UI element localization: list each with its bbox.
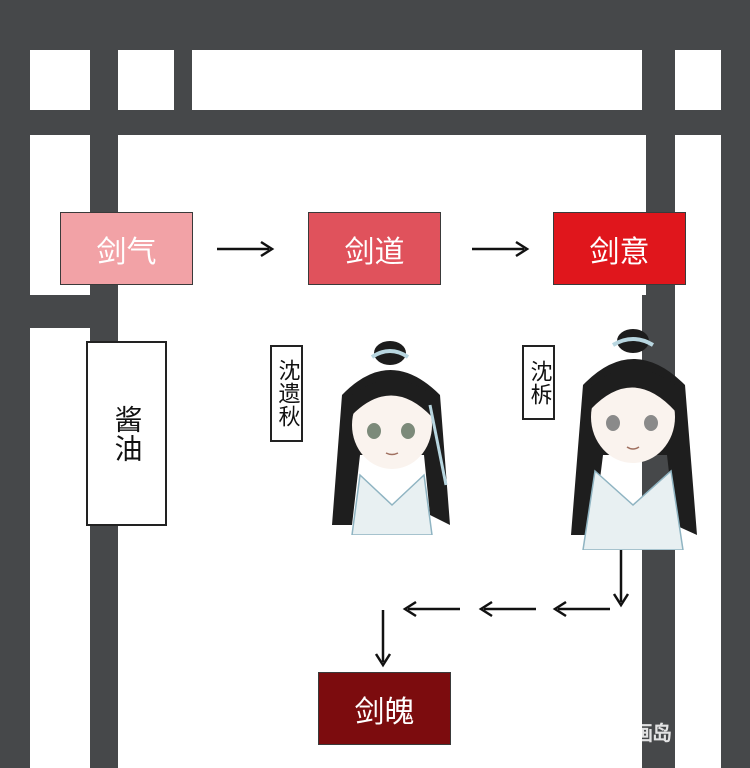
stage-box-sword-qi: 剑气 bbox=[60, 212, 193, 285]
character-portrait-shen-yiqiu bbox=[332, 341, 450, 535]
side-label-box: 酱油 bbox=[86, 341, 167, 526]
stage-box-sword-soul: 剑魄 bbox=[318, 672, 451, 745]
left-arrow-icon bbox=[402, 600, 460, 618]
stage-box-sword-dao: 剑道 bbox=[308, 212, 441, 285]
down-arrow-icon bbox=[612, 550, 630, 608]
panel-top-left-b bbox=[118, 50, 174, 110]
right-arrow-icon bbox=[217, 240, 275, 258]
character-portrait-shen-tuo bbox=[571, 329, 697, 550]
left-arrow-icon bbox=[478, 600, 536, 618]
character-name-label: 沈遗秋 bbox=[270, 345, 303, 442]
down-arrow-icon bbox=[374, 610, 392, 668]
stage-box-sword-intent: 剑意 bbox=[553, 212, 686, 285]
panel-top-center bbox=[192, 50, 642, 110]
watermark-logo: 漫画岛 bbox=[614, 721, 672, 745]
panel-top-left-a bbox=[30, 50, 90, 110]
left-arrow-icon bbox=[552, 600, 610, 618]
character-name-label: 沈柝 bbox=[522, 345, 555, 420]
panel-left-lower bbox=[30, 328, 90, 768]
right-arrow-icon bbox=[472, 240, 530, 258]
panel-top-right bbox=[675, 50, 721, 110]
